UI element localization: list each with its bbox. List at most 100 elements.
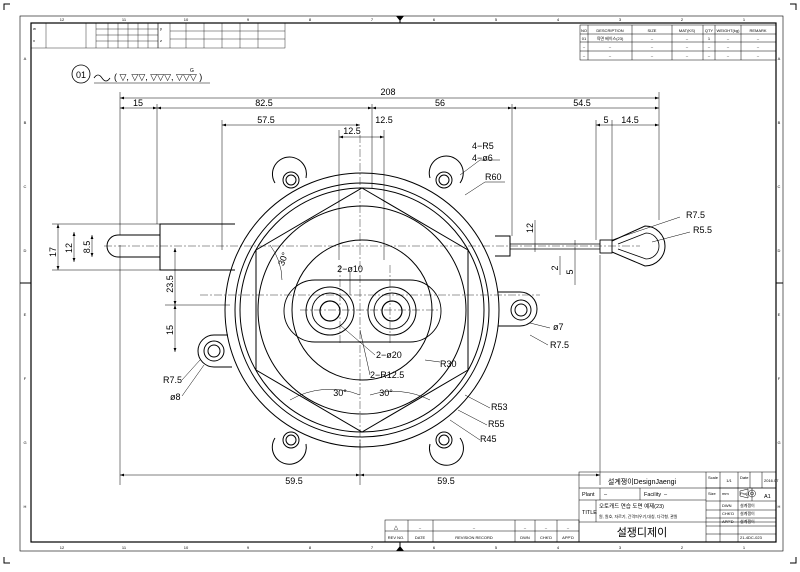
title-line-1: 오토캐드 연습 도면 예제(23) (599, 502, 664, 510)
dim-57-5: 57.5 (257, 115, 275, 125)
sheet-border (3, 3, 797, 564)
dim-15: 15 (133, 98, 143, 108)
roughness-table (30, 22, 286, 49)
dimension-arrowhead (356, 473, 360, 477)
revision-cell: – (524, 525, 527, 530)
parts-cell: – (651, 45, 654, 50)
border-number: 1 (743, 545, 746, 550)
parts-cell: 육면 베이스(23) (597, 35, 624, 41)
dimension-arrowhead (90, 253, 94, 257)
roughness-label-y: y (160, 26, 162, 31)
dimension-arrowhead (72, 258, 76, 262)
sheet-size: A1 (764, 494, 771, 500)
date-label: Date (740, 475, 749, 480)
dim-30-left: 30° (276, 250, 290, 267)
border-number: 3 (619, 17, 622, 22)
dim-2-r12-5: 2−R12.5 (370, 370, 404, 380)
border-number: 5 (495, 17, 498, 22)
center-lines (104, 135, 640, 450)
dimension-arrowhead (120, 96, 124, 100)
border-number: 1 (743, 17, 746, 22)
signature-name: 설쟁디제이 (617, 526, 668, 539)
dim-r7-5-top: R7.5 (686, 210, 705, 220)
border-number: 7 (371, 545, 374, 550)
scale-label: Scale (708, 475, 719, 480)
parts-cell: – (686, 45, 689, 50)
dimension-arrowhead (360, 473, 364, 477)
scale-value: 1/1 (726, 478, 732, 483)
dim-4-r5: 4−R5 (472, 141, 494, 151)
revision-header: DWN (520, 535, 530, 540)
dim-12-5-a: 12.5 (343, 126, 361, 136)
border-letter: F (778, 376, 781, 381)
dimension-arrowhead (72, 232, 76, 236)
border-letter: F (24, 376, 27, 381)
dimension-arrowhead (56, 266, 60, 270)
border-letter: E (24, 312, 27, 317)
dimension-arrowhead (173, 301, 177, 305)
dim-phi8: ø8 (170, 392, 181, 402)
border-number: 4 (557, 17, 560, 22)
border-letter: H (778, 504, 781, 509)
roughness-label-w: w (33, 26, 36, 31)
parts-cell: – (757, 53, 760, 58)
dim-17: 17 (48, 247, 58, 257)
dimension-arrowhead (512, 106, 516, 110)
parts-cell: – (708, 45, 711, 50)
parts-cell: – (727, 36, 730, 41)
dim-54-5: 54.5 (573, 98, 591, 108)
facility-value: – (664, 492, 668, 498)
parts-cell: 1 (708, 36, 711, 41)
border-letter: G (23, 440, 26, 445)
part-label: 01 ( ▽, ▽▽, ▽▽▽, ▽▽▽ ) G (71, 64, 210, 84)
centering-marks (396, 16, 404, 551)
dimension-arrowhead (655, 106, 659, 110)
border-letter: B (778, 120, 781, 125)
border-number: 9 (247, 545, 250, 550)
part-number: 01 (76, 70, 86, 80)
parts-header-weightkg: WEIGHT(kg) (717, 28, 741, 33)
border-letter: D (24, 248, 27, 253)
revision-block (384, 519, 580, 543)
border-letter: G (777, 440, 780, 445)
border-letter: H (24, 504, 27, 509)
border-letter: D (778, 248, 781, 253)
parts-header-remark: REMARK (749, 28, 766, 33)
revision-header: CHK'D (540, 535, 552, 540)
company-name: 설계쟁이DesignJaengi (608, 477, 677, 486)
parts-cell: – (583, 53, 586, 58)
dim-15-mid: 15 (165, 325, 175, 335)
dimension-texts: 208 15 82.5 56 54.5 57.5 12.5 12.5 5 14.… (48, 87, 712, 486)
dimension-arrowhead (173, 305, 177, 309)
border-letter: E (778, 312, 781, 317)
dimension-arrowhead (339, 135, 343, 139)
parts-cell: – (727, 45, 730, 50)
border-number: 10 (184, 545, 189, 550)
dim-phi7: ø7 (553, 322, 564, 332)
dim-r45: R45 (480, 434, 497, 444)
title-block (578, 471, 777, 543)
dim-r60: R60 (485, 172, 502, 182)
dimension-arrowhead (157, 106, 161, 110)
dim-2-phi20: 2−ø20 (376, 350, 402, 360)
border-number: 8 (309, 17, 312, 22)
dim-r5-5: R5.5 (693, 225, 712, 235)
parts-cell: – (651, 36, 654, 41)
dim-12-left: 12 (64, 243, 74, 253)
revision-cell: – (545, 525, 548, 530)
border-number: 9 (247, 17, 250, 22)
dim-2-phi10: 2−ø10 (337, 264, 363, 274)
border-letter: A (24, 56, 27, 61)
dim-59-5-a: 59.5 (285, 476, 303, 486)
border-letter: C (24, 184, 27, 189)
border-number: 4 (557, 545, 560, 550)
revision-header: REVISION RECORD (455, 535, 493, 540)
size-value: mm (722, 491, 729, 496)
dim-2: 2 (550, 265, 560, 270)
parts-cell: – (651, 53, 654, 58)
parts-cell: – (609, 53, 612, 58)
appd-value: 설계쟁이 (740, 518, 755, 524)
